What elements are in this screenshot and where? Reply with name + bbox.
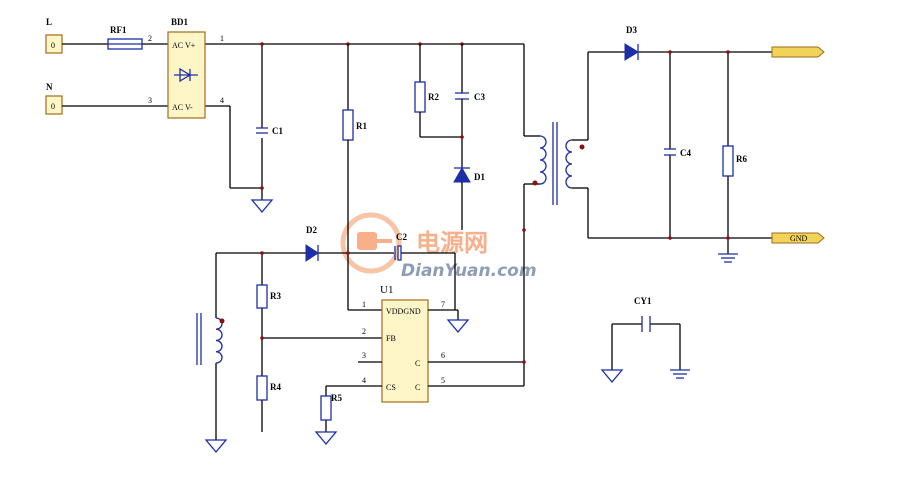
- svg-text:C: C: [415, 383, 420, 392]
- resistor-R1: R1: [342, 44, 382, 311]
- svg-text:R2: R2: [428, 92, 439, 102]
- svg-text:D2: D2: [306, 225, 317, 235]
- svg-text:CS: CS: [386, 383, 396, 392]
- resistor-R5: R5: [320, 393, 342, 421]
- svg-text:4: 4: [220, 96, 224, 105]
- capacitor-C4: C4: [664, 148, 691, 158]
- aux-winding: [196, 313, 225, 365]
- svg-text:7: 7: [441, 300, 445, 309]
- ic-U1-label: U1: [380, 284, 393, 296]
- connector-N: N 0: [45, 82, 63, 115]
- bridge-BD1: BD1 AC V+ AC V- 1 4: [167, 17, 224, 119]
- ground-aux: [204, 439, 228, 454]
- ground-R5: [314, 431, 338, 446]
- diode-D3: D3: [624, 25, 639, 61]
- output-port-vout: [771, 46, 825, 58]
- svg-text:CY1: CY1: [634, 296, 652, 306]
- diode-D2: D2: [305, 225, 319, 262]
- svg-text:1: 1: [362, 300, 366, 309]
- svg-text:6: 6: [441, 351, 445, 360]
- svg-text:R6: R6: [736, 154, 747, 164]
- connector-L: L 0: [45, 17, 63, 54]
- svg-text:AC V-: AC V-: [172, 103, 193, 112]
- svg-text:2: 2: [148, 34, 152, 43]
- resistor-R4: R4: [256, 375, 281, 401]
- transformer-T1: [523, 44, 588, 362]
- svg-text:5: 5: [441, 376, 445, 385]
- resistor-R2: R2: [414, 44, 462, 138]
- wires-secondary: [587, 51, 772, 254]
- wires-aux: [215, 252, 456, 440]
- svg-text:C3: C3: [474, 92, 485, 102]
- svg-text:C: C: [415, 359, 420, 368]
- svg-text:FB: FB: [386, 334, 396, 343]
- svg-text:R3: R3: [270, 291, 281, 301]
- earth-ground-secondary: [718, 253, 738, 263]
- svg-text:R4: R4: [270, 382, 281, 392]
- svg-text:C2: C2: [396, 232, 407, 242]
- svg-text:C4: C4: [680, 148, 691, 158]
- wires-ic: [325, 309, 525, 432]
- connector-L-label: L: [46, 17, 52, 27]
- svg-text:3: 3: [362, 351, 366, 360]
- capacitor-C3: C3: [455, 44, 485, 168]
- svg-text:D3: D3: [626, 25, 637, 35]
- watermark-cn: 电源网: [416, 229, 488, 257]
- resistor-R6: R6: [722, 145, 747, 177]
- wires-input: [62, 43, 524, 200]
- ground-ic: [446, 319, 470, 334]
- svg-text:R1: R1: [356, 121, 367, 131]
- svg-text:0: 0: [51, 41, 55, 50]
- resistor-R3: R3: [256, 284, 281, 309]
- svg-text:VDDGND: VDDGND: [386, 307, 421, 316]
- watermark: 电源网 DianYuan.com: [340, 212, 537, 281]
- output-port-gnd: GND: [771, 232, 825, 244]
- svg-text:3: 3: [148, 96, 152, 105]
- capacitor-C2: C2: [394, 232, 407, 261]
- watermark-ring: [340, 212, 402, 274]
- watermark-en: DianYuan.com: [401, 261, 537, 281]
- capacitor-C1: C1: [256, 126, 283, 136]
- output-gnd-label: GND: [790, 234, 808, 243]
- fuse-RF1: RF1 2: [107, 25, 152, 50]
- svg-text:D1: D1: [474, 172, 485, 182]
- diode-D1: D1: [453, 166, 485, 230]
- connector-N-label: N: [46, 82, 53, 92]
- svg-text:1: 1: [220, 34, 224, 43]
- svg-text:R5: R5: [331, 393, 342, 403]
- svg-text:4: 4: [362, 376, 366, 385]
- watermark-plug-icon: [357, 232, 377, 250]
- capacitor-CY1: CY1: [600, 296, 690, 384]
- svg-text:2: 2: [362, 327, 366, 336]
- svg-text:BD1: BD1: [171, 17, 189, 27]
- svg-text:C1: C1: [272, 126, 283, 136]
- svg-text:RF1: RF1: [110, 25, 127, 35]
- ic-U1: VDDGND FB C CS C 1 2 3 4 5 6 7: [362, 299, 445, 403]
- ground-C1: [250, 199, 274, 214]
- svg-text:AC V+: AC V+: [172, 41, 196, 50]
- svg-text:0: 0: [51, 102, 55, 111]
